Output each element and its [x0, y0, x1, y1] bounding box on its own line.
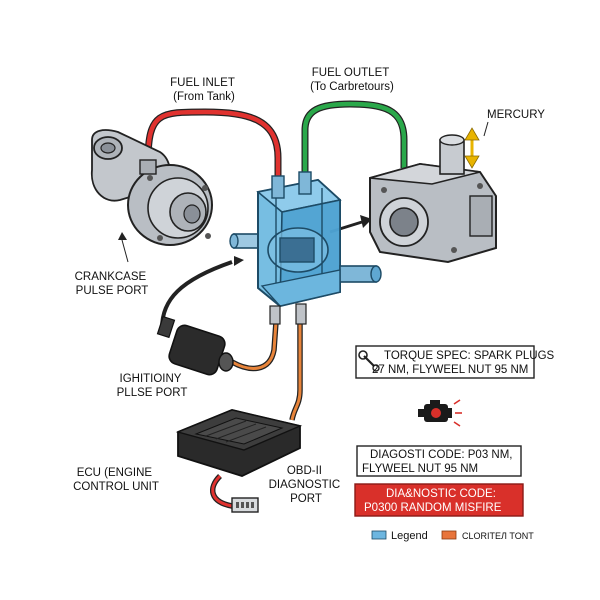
ecu-lead-fill [211, 474, 233, 508]
fuel-outlet-label: FUEL OUTLET (To Carbretours) [310, 67, 394, 93]
ignition-coil [156, 315, 234, 376]
obd-label: OBD-II DIAGNOSTIC PORT [269, 465, 344, 505]
engine-warning-icon [418, 399, 462, 427]
error-code-box: DIA&NOSTIC CODE: P0300 RANDOM MISFIRE [354, 483, 524, 517]
crankcase-leader-arrow [118, 232, 127, 240]
diagnostic-box: DIAGOSTI CODE: P03 NM, FLYWEEL NUT 95 NM [356, 445, 522, 477]
wrench-icon [358, 350, 380, 372]
mercury-label: MERCURY [487, 109, 545, 121]
fuel-outlet-hose [301, 100, 408, 182]
obd-connector [231, 497, 259, 513]
crankcase-line [160, 260, 233, 329]
crankcase-assembly [91, 129, 213, 246]
ignition-wire-fill [231, 321, 278, 370]
diagnostic-text: DIAGOSTI CODE: P03 NM, FLYWEEL NUT 95 NM [362, 449, 516, 475]
ignition-label: IGHITIOINY PLLSE PORT [117, 373, 188, 399]
carburetor-assembly [369, 134, 497, 264]
crankcase-leader [121, 239, 129, 263]
mercury-leader [483, 121, 489, 137]
crankcase-label: CRANKCASE PULSE PORT [75, 271, 150, 297]
crankcase-line-arrow [234, 256, 244, 266]
fuel-inlet-label: FUEL INLET (From Tank) [170, 77, 238, 103]
up-down-arrow-icon [464, 127, 480, 169]
ecu-label: ECU (ENGINE CONTROL UNIT [73, 467, 159, 493]
ecu-wire-fill [290, 324, 302, 421]
ecu-module [175, 409, 303, 477]
fuel-inlet-hose-fill [145, 109, 281, 190]
legend-label-1: Legend [391, 530, 428, 542]
legend-swatch-blue [371, 530, 387, 540]
legend-swatch-orange [441, 530, 457, 540]
fuel-outlet-hose-fill [302, 101, 407, 182]
torque-spec-text: TORQUE SPEC: SPARK PLUGS 27 NM, FLYWEEL … [372, 350, 557, 376]
legend: Legend CLORITEЛ TONT [371, 530, 534, 542]
error-code-text: DIA&NOSTIC CODE: P0300 RANDOM MISFIRE [364, 488, 502, 514]
torque-spec-box: TORQUE SPEC: SPARK PLUGS 27 NM, FLYWEEL … [355, 345, 557, 379]
fuel-pump [229, 171, 382, 325]
legend-label-2: CLORITEЛ TONT [462, 531, 534, 541]
